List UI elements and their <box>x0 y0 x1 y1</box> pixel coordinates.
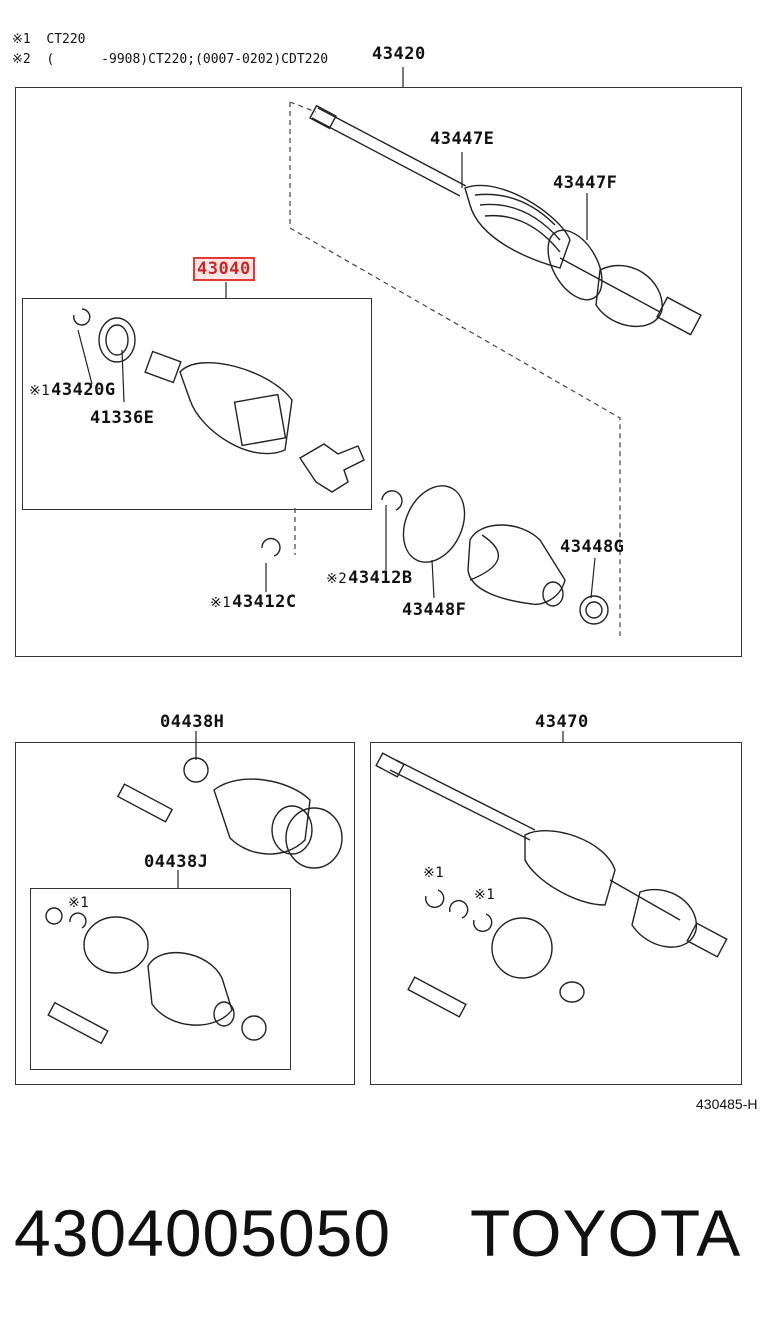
note-mark: ※1 <box>29 383 51 399</box>
note-mark-43470-a: ※1 <box>423 865 445 881</box>
diagram-code: 430485-H <box>696 1096 758 1112</box>
boot-kit-04438J <box>45 907 267 1045</box>
label-43420G: ※143420G <box>29 380 116 400</box>
brand-title: TOYOTA <box>470 1196 742 1270</box>
label-43420G-text: 43420G <box>51 380 116 400</box>
label-43470: 43470 <box>535 712 589 732</box>
label-43412B: ※243412B <box>326 568 413 588</box>
label-04438J: 04438J <box>144 852 209 872</box>
drive-shaft-43420 <box>309 104 702 336</box>
label-43412B-text: 43412B <box>348 568 413 588</box>
boot-parts-lower <box>261 485 609 625</box>
label-43040-highlighted: 43040 <box>193 257 255 281</box>
label-43448G: 43448G <box>560 537 625 557</box>
note-cdt220: ※2 ( -9908)CT220;(0007-0202)CDT220 <box>12 52 329 67</box>
label-04438H: 04438H <box>160 712 225 732</box>
note-mark: ※2 <box>326 571 348 587</box>
main-assembly-frame <box>15 87 742 657</box>
drive-shaft-43470 <box>375 752 728 1018</box>
note-mark-43470-b: ※1 <box>474 887 496 903</box>
boot-kit-frame <box>15 742 355 1085</box>
inner-boot-kit-frame <box>30 888 291 1070</box>
label-43447E: 43447E <box>430 129 495 149</box>
label-43420: 43420 <box>372 44 426 64</box>
note-mark: ※1 <box>210 595 232 611</box>
joint-43040 <box>73 308 365 493</box>
part-number-title: 4304005050 <box>14 1196 392 1270</box>
joint-kit-frame <box>22 298 372 510</box>
leader-lines <box>77 67 596 888</box>
label-43412C-text: 43412C <box>232 592 297 612</box>
phantom-lines <box>289 101 621 636</box>
note-ct220: ※1 CT220 <box>12 32 86 47</box>
note-mark-04438J: ※1 <box>68 895 90 911</box>
label-43447F: 43447F <box>553 173 618 193</box>
boot-kit-04438H <box>116 757 343 869</box>
shaft-assembly-frame <box>370 742 742 1085</box>
label-41336E: 41336E <box>90 408 155 428</box>
label-43412C: ※143412C <box>210 592 297 612</box>
label-43448F: 43448F <box>402 600 467 620</box>
